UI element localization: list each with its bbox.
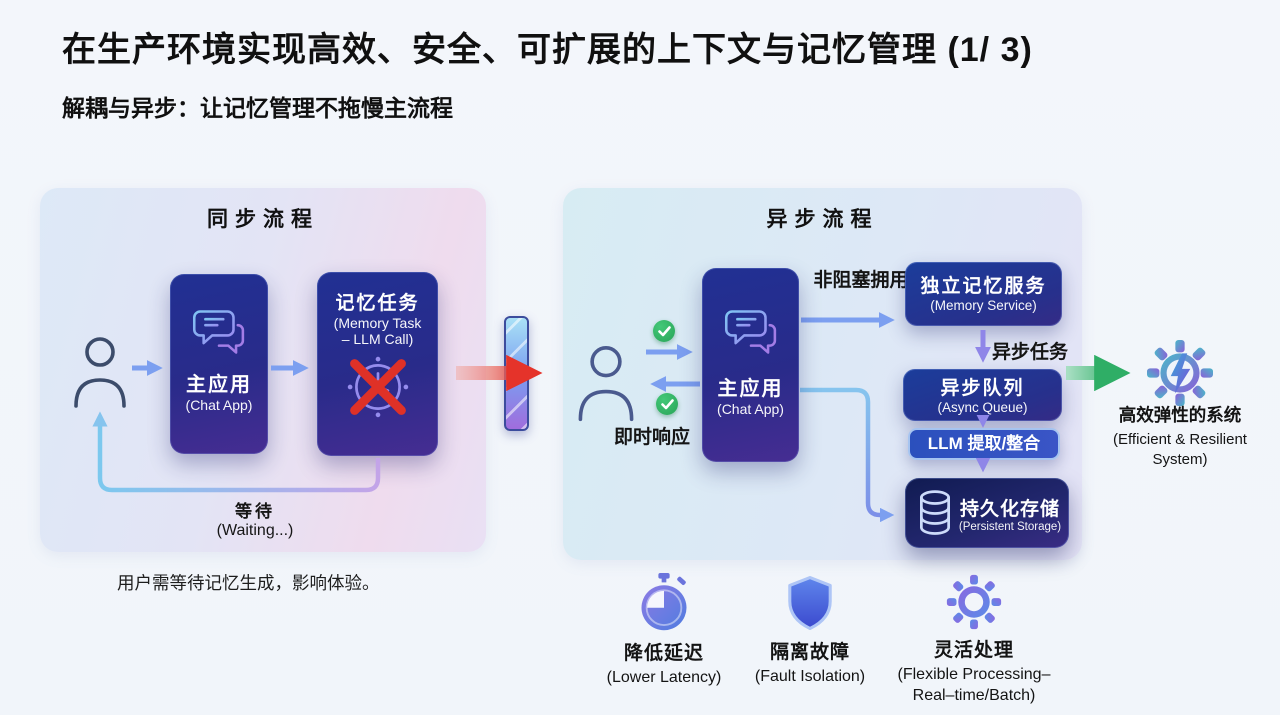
persistent-storage-card: 持久化存储 (Persistent Storage) <box>905 478 1069 548</box>
blocked-clock-icon <box>317 351 438 423</box>
stopwatch-icon <box>554 573 774 633</box>
check-icon-request <box>653 320 675 342</box>
main-app-card-sync: 主应用 (Chat App) <box>170 274 268 454</box>
memory-service-card: 独立记忆服务 (Memory Service) <box>905 262 1062 326</box>
llm-process-card: LLM 提取/整合 <box>908 428 1060 460</box>
async-queue-card: 异步队列 (Async Queue) <box>903 369 1062 421</box>
sync-panel-header: 同步流程 <box>207 208 319 231</box>
waiting-label: 等待 (Waiting...) <box>216 502 294 539</box>
sync-caption: 用户需等待记忆生成，影响体验。 <box>117 573 380 593</box>
chat-icon <box>702 306 799 358</box>
non-blocking-call-label: 非阻塞拥用 <box>813 270 909 291</box>
barrier-bar <box>504 316 529 431</box>
benefit-fault-isolation: 隔离故障 (Fault Isolation) <box>700 574 920 688</box>
gear-icon <box>864 574 1084 630</box>
chat-icon <box>170 306 268 358</box>
efficient-system-gear-icon <box>1147 340 1213 406</box>
async-panel-header: 异步流程 <box>766 208 879 231</box>
page-title: 在生产环境实现高效、安全、可扩展的上下文与记忆管理 (1/ 3) <box>62 31 1033 69</box>
memory-task-sublabel-1: (Memory Task <box>333 315 422 331</box>
benefit-flexible-processing: 灵活处理 (Flexible Processing–Real–time/Batc… <box>864 574 1084 707</box>
main-app-label: 主应用 <box>717 378 784 400</box>
shield-icon <box>700 574 920 632</box>
benefit-lower-latency: 降低延迟 (Lower Latency) <box>554 573 774 689</box>
user-icon-sync <box>70 334 130 410</box>
main-app-sublabel: (Chat App) <box>717 401 784 417</box>
memory-task-label: 记忆任务 <box>335 293 420 314</box>
user-icon-async <box>574 340 638 426</box>
main-app-label: 主应用 <box>186 374 252 396</box>
memory-task-card: 记忆任务 (Memory Task – LLM Call) <box>317 272 438 456</box>
check-icon-response <box>656 393 678 415</box>
page-subtitle: 解耦与异步：让记忆管理不拖慢主流程 <box>62 95 453 121</box>
memory-task-sublabel-2: – LLM Call) <box>341 331 414 347</box>
async-task-label: 异步任务 <box>992 342 1069 363</box>
main-app-card-async: 主应用 (Chat App) <box>702 268 799 462</box>
database-icon <box>915 488 955 538</box>
main-app-sublabel: (Chat App) <box>185 397 253 413</box>
instant-response-label: 即时响应 <box>613 427 690 448</box>
